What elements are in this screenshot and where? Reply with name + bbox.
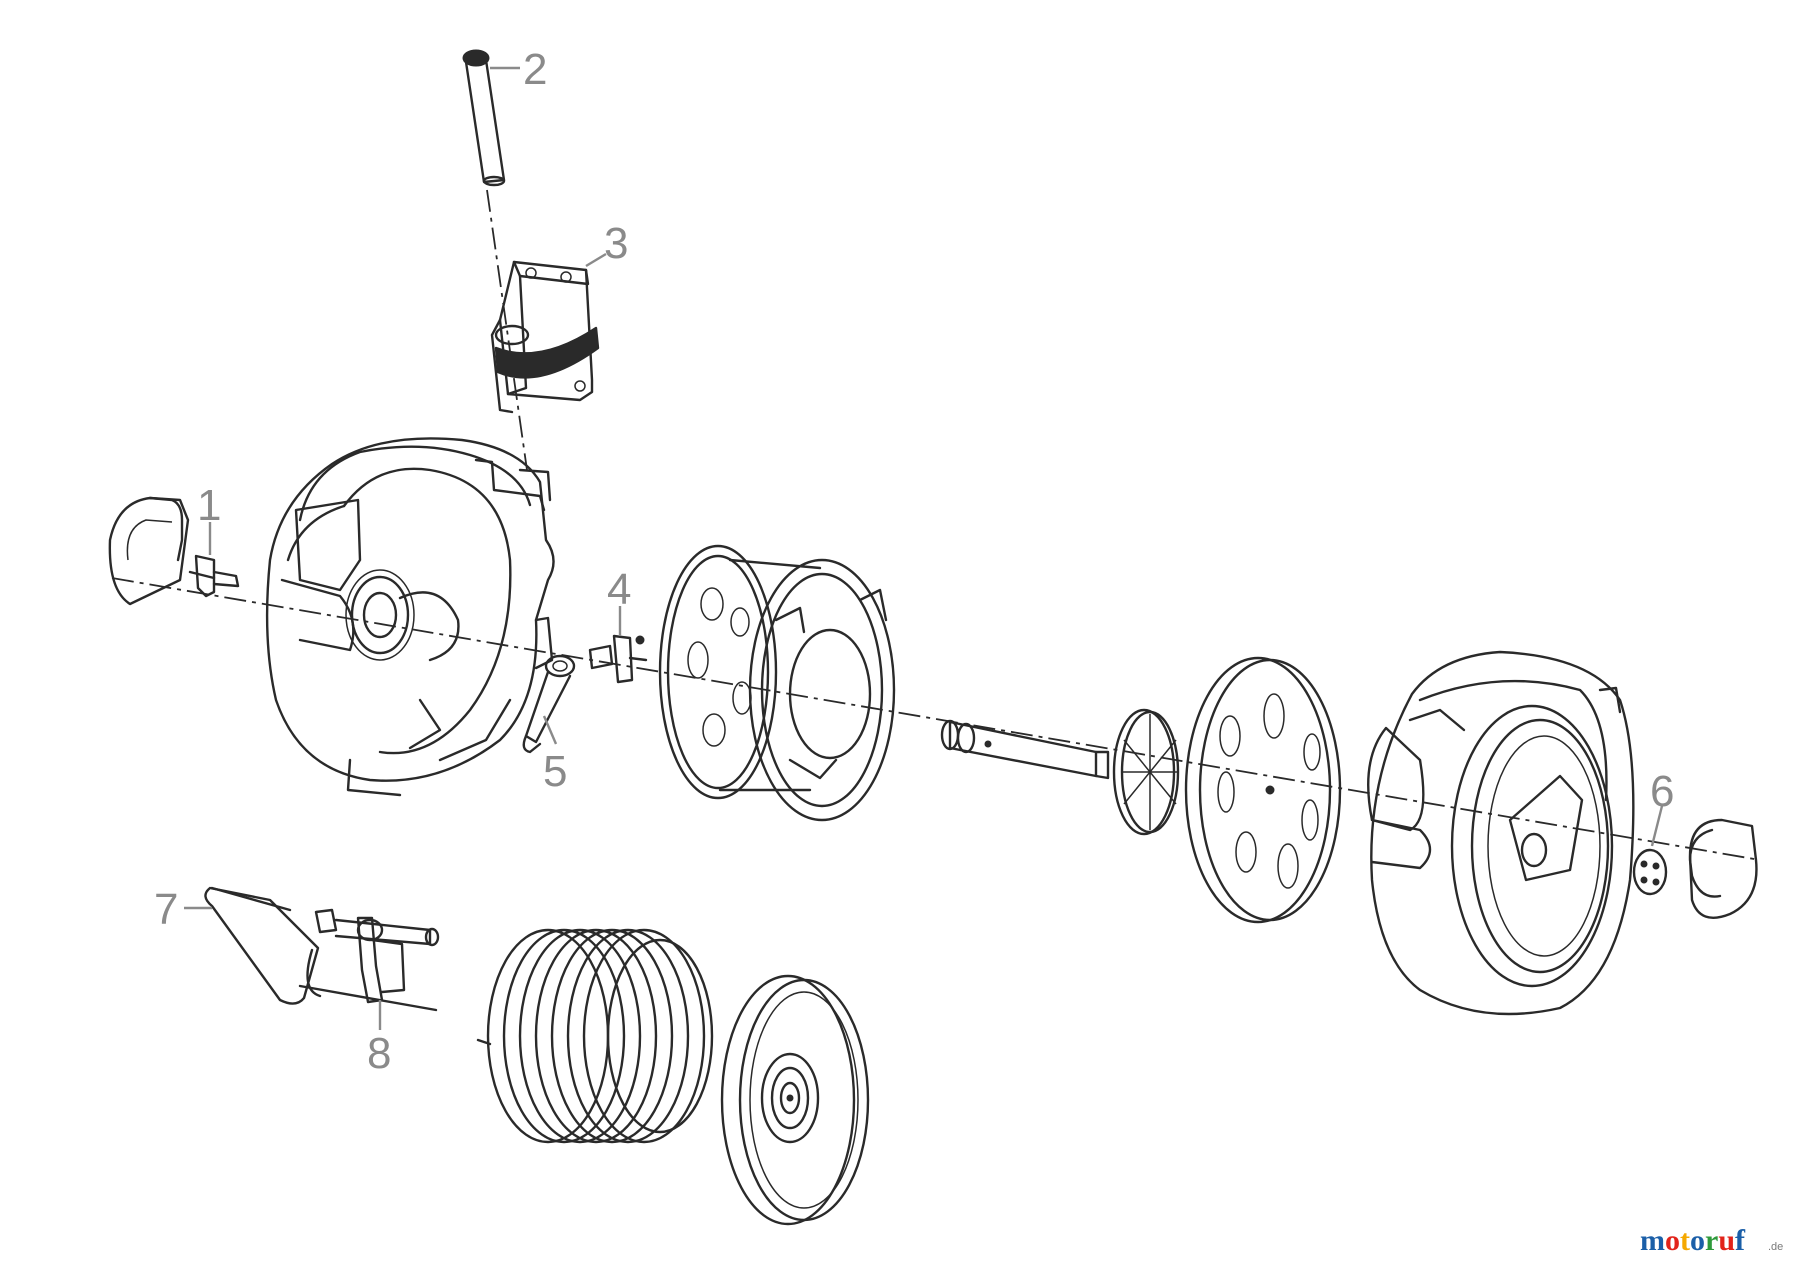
part-spring-holder	[204, 886, 440, 1012]
callout-number-2: 2	[523, 45, 547, 94]
part-pin	[462, 49, 506, 187]
callout-number-3: 3	[604, 219, 628, 268]
assembly-axis-lines	[111, 189, 1761, 861]
part-slotted-disc	[1184, 656, 1342, 924]
part-shaft	[940, 719, 1110, 780]
part-washer	[1632, 848, 1668, 896]
callout-8: 8	[367, 1000, 391, 1078]
watermark-suffix: .de	[1768, 1241, 1783, 1253]
callout-number-8: 8	[367, 1029, 391, 1078]
part-lever	[522, 654, 576, 754]
part-spring-cover	[720, 974, 870, 1226]
part-mounting-bracket	[490, 260, 600, 414]
callout-number-1: 1	[197, 481, 221, 530]
part-left-housing	[265, 437, 555, 797]
watermark-letter: r	[1705, 1224, 1718, 1257]
callout-number-5: 5	[543, 747, 567, 796]
part-coiled-hose	[476, 928, 714, 1144]
watermark-letter: o	[1665, 1224, 1680, 1257]
callout-2: 2	[490, 45, 547, 94]
callout-1: 1	[197, 481, 221, 555]
part-right-housing	[1367, 650, 1635, 1016]
part-hose-drum	[658, 544, 896, 822]
callout-number-7: 7	[154, 885, 178, 934]
callout-number-6: 6	[1650, 767, 1674, 816]
part-connector	[588, 634, 648, 684]
watermark-letter: u	[1718, 1224, 1735, 1257]
watermark-letter: f	[1735, 1224, 1746, 1257]
part-small-disc	[1112, 708, 1180, 836]
callout-4: 4	[607, 565, 631, 636]
part-left-end-cap	[108, 496, 190, 606]
part-right-end-cap	[1688, 818, 1758, 919]
watermark-letter: o	[1690, 1224, 1705, 1257]
callout-3: 3	[585, 219, 628, 268]
callout-number-4: 4	[607, 565, 631, 614]
callout-5: 5	[542, 715, 567, 796]
callout-6: 6	[1650, 767, 1674, 847]
callout-7: 7	[154, 885, 212, 934]
watermark-letter: m	[1640, 1224, 1665, 1257]
watermark-letter: t	[1680, 1224, 1690, 1257]
watermark-text: motoruf	[1640, 1224, 1746, 1257]
part-clip-1	[188, 554, 240, 598]
motoruf-watermark-logo: motoruf .de	[1640, 1224, 1783, 1257]
